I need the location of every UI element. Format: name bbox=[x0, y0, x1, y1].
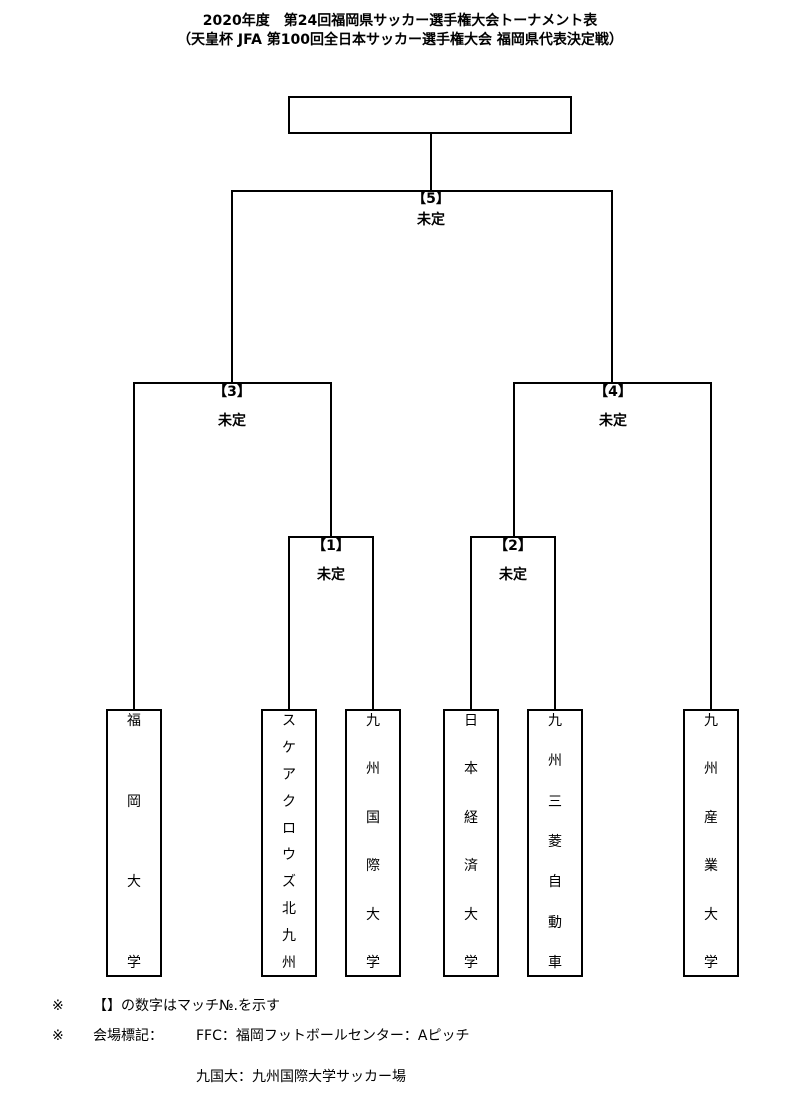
team-char: 業 bbox=[704, 858, 718, 875]
match-1-result: 未定 bbox=[317, 567, 345, 583]
team-char: 動 bbox=[548, 914, 562, 931]
bracket-line-m5 bbox=[231, 190, 613, 383]
team-char: 州 bbox=[548, 753, 562, 770]
note-venue-ffc: FFC：福岡フットボールセンター：Aピッチ bbox=[196, 1028, 470, 1044]
team-char: 九 bbox=[282, 928, 296, 944]
bracket-line-m1 bbox=[288, 536, 374, 709]
team-char: 北 bbox=[282, 901, 296, 918]
match-5-number: 【5】 bbox=[412, 191, 450, 207]
team-box-kyushu-mitsubishi: 九 州 三 菱 自 動 車 bbox=[527, 709, 583, 977]
note-mark-1: ※ bbox=[52, 998, 64, 1014]
match-4-result: 未定 bbox=[599, 413, 627, 429]
bracket-line-m3 bbox=[133, 382, 332, 709]
match-2-result: 未定 bbox=[499, 567, 527, 583]
team-char: 本 bbox=[464, 761, 478, 778]
team-char: 日 bbox=[464, 713, 478, 729]
team-char: ズ bbox=[282, 874, 296, 891]
team-char: 大 bbox=[704, 906, 718, 923]
team-char: ア bbox=[282, 766, 296, 783]
note-venue-label: 会場標記： bbox=[93, 1028, 163, 1044]
team-char: 済 bbox=[464, 858, 478, 875]
match-3-result: 未定 bbox=[218, 413, 246, 429]
team-char: 州 bbox=[704, 761, 718, 778]
team-char: ロ bbox=[282, 820, 296, 837]
team-char: 州 bbox=[282, 954, 296, 971]
team-box-fukuoka-univ: 福 岡 大 学 bbox=[106, 709, 162, 977]
team-char: ウ bbox=[282, 847, 296, 864]
note-match-number: 【】の数字はマッチ№.を示す bbox=[93, 998, 281, 1014]
match-2-number: 【2】 bbox=[494, 538, 532, 554]
team-char: 経 bbox=[464, 809, 478, 826]
note-venue-kyukoku: 九国大：九州国際大学サッカー場 bbox=[196, 1069, 406, 1085]
team-char: 三 bbox=[548, 793, 562, 810]
team-char: 大 bbox=[464, 906, 478, 923]
match-1-number: 【1】 bbox=[312, 538, 350, 554]
team-box-nihon-keizai: 日 本 経 済 大 学 bbox=[443, 709, 499, 977]
team-char: 産 bbox=[704, 809, 718, 826]
team-char: 国 bbox=[366, 809, 380, 826]
team-box-kyushu-kokusai: 九 州 国 際 大 学 bbox=[345, 709, 401, 977]
page-title: 2020年度 第24回福岡県サッカー選手権大会トーナメント表 bbox=[202, 13, 598, 29]
match-5-result: 未定 bbox=[417, 212, 445, 228]
team-box-sclowds: ス ケ ア ク ロ ウ ズ 北 九 州 bbox=[261, 709, 317, 977]
team-char: 九 bbox=[548, 713, 562, 729]
team-char: 州 bbox=[366, 761, 380, 778]
team-char: 岡 bbox=[127, 793, 141, 810]
team-char: ク bbox=[282, 793, 296, 810]
team-char: 大 bbox=[366, 906, 380, 923]
match-3-number: 【3】 bbox=[213, 384, 251, 400]
match-4-number: 【4】 bbox=[594, 384, 632, 400]
bracket-line-m2 bbox=[470, 536, 556, 709]
team-char: 際 bbox=[366, 858, 380, 875]
team-char: 福 bbox=[127, 713, 141, 729]
team-char: 菱 bbox=[548, 833, 562, 850]
team-char: 九 bbox=[366, 713, 380, 729]
team-char: 学 bbox=[704, 954, 718, 971]
team-box-kyushu-sangyo: 九 州 産 業 大 学 bbox=[683, 709, 739, 977]
page-subtitle: （天皇杯 JFA 第100回全日本サッカー選手権大会 福岡県代表決定戦） bbox=[177, 32, 623, 48]
team-char: 学 bbox=[127, 954, 141, 971]
team-char: ス bbox=[282, 713, 296, 729]
team-char: 学 bbox=[366, 954, 380, 971]
team-char: 大 bbox=[127, 874, 141, 891]
team-char: 学 bbox=[464, 954, 478, 971]
bracket-line-m4 bbox=[513, 382, 712, 709]
team-char: 九 bbox=[704, 713, 718, 729]
team-char: 自 bbox=[548, 874, 562, 891]
note-mark-2: ※ bbox=[52, 1028, 64, 1044]
team-char: 車 bbox=[548, 954, 562, 971]
team-char: ケ bbox=[282, 739, 296, 756]
champion-box bbox=[288, 96, 572, 134]
